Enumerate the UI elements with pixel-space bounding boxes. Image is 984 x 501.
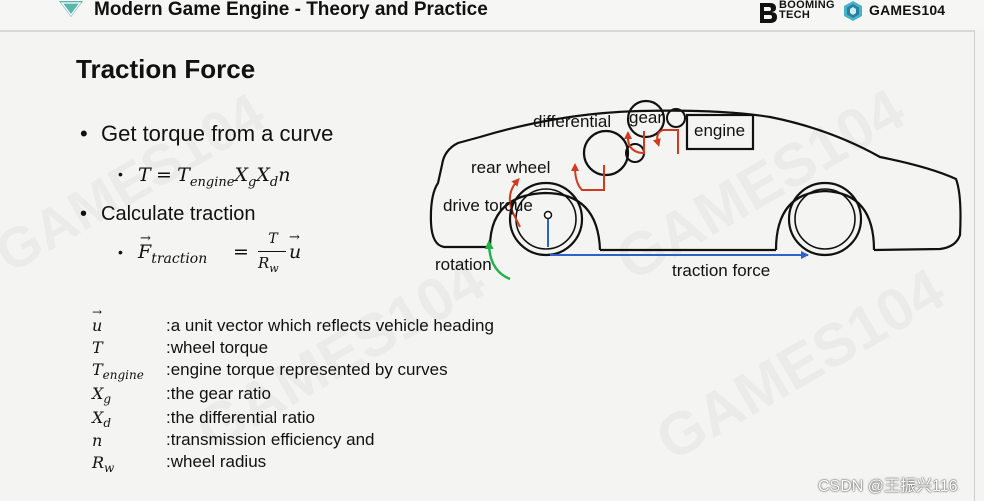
- header-divider: [0, 30, 974, 32]
- legend-description: :wheel radius: [166, 452, 267, 471]
- legend-symbol: Rw: [92, 453, 114, 475]
- legend-symbol: T: [92, 338, 103, 357]
- formula-torque-x: X: [234, 164, 249, 186]
- legend-description: :the gear ratio: [166, 384, 271, 403]
- wheel-center: [543, 210, 553, 220]
- csdn-watermark: CSDN @王振兴116: [818, 478, 958, 495]
- label-traction-force: traction force: [672, 261, 771, 280]
- booming-logo-line-1: BOOMING: [779, 0, 835, 11]
- legend-symbol-sub: d: [103, 416, 112, 431]
- formula-traction-f-sub: traction: [151, 250, 208, 267]
- front-wheel-hub: [794, 188, 856, 250]
- bullet-dot: •: [80, 203, 88, 225]
- torque-arrow-gear: [624, 131, 645, 155]
- bullet-get-torque: Get torque from a curve: [101, 121, 334, 146]
- formula-torque-n: n: [278, 164, 291, 186]
- vector-arrow: →: [92, 305, 103, 319]
- legend-symbol: Xg: [92, 384, 111, 406]
- formula-torque-t-sub: engine: [189, 174, 235, 190]
- legend-symbol-letter: X: [92, 408, 104, 427]
- legend-symbol: n: [92, 431, 102, 450]
- torque-arrow-engine: [653, 129, 679, 154]
- games104-logo-icon: [844, 1, 862, 21]
- engine-box: [685, 113, 755, 151]
- legend-symbol-sub: w: [104, 461, 115, 476]
- rear-wheel-arch: [488, 191, 602, 251]
- front-wheel-arch: [774, 189, 876, 251]
- slide-title: Traction Force: [76, 54, 256, 84]
- sub-bullet-dot: •: [118, 166, 123, 182]
- torque-arrow-diff: [571, 163, 605, 191]
- legend-symbol-letter: n: [92, 431, 103, 450]
- header-title: Modern Game Engine - Theory and Practice: [94, 0, 488, 20]
- label-drive-torque: drive torque: [443, 196, 533, 215]
- legend-symbol-letter: R: [92, 453, 105, 472]
- legend-description: :a unit vector which reflects vehicle he…: [166, 316, 494, 335]
- formula-traction-den-sub: w: [269, 262, 279, 275]
- label-gear: gear: [629, 108, 664, 127]
- formula-torque-lhs: T: [138, 164, 151, 186]
- rotation-arrow: [484, 240, 511, 281]
- formula-torque-t: T: [177, 164, 190, 186]
- rear-wheel: [508, 181, 584, 257]
- label-rotation: rotation: [435, 255, 492, 274]
- games104-logo-text: GAMES104: [869, 2, 946, 18]
- legend-symbol: →u: [92, 305, 103, 335]
- bullet-calculate-traction: Calculate traction: [101, 203, 256, 225]
- legend-description: :transmission efficiency and: [166, 430, 375, 449]
- formula-torque-x-sub: g: [248, 174, 257, 190]
- formula-traction-u: → u: [289, 230, 302, 263]
- legend-symbol-letter: u: [92, 316, 103, 335]
- car-diagram: differential gear engine rear wheel driv…: [400, 95, 980, 295]
- legend-symbol-sub: g: [103, 392, 112, 407]
- gear-small: [666, 108, 686, 128]
- legend-symbol-letter: X: [92, 384, 104, 403]
- label-differential: differential: [533, 112, 612, 131]
- legend-symbol-letter: T: [92, 360, 103, 379]
- slide-edge: [974, 30, 975, 501]
- fraction-bar: [258, 251, 286, 252]
- formula-torque: T = TengineXgXdn: [138, 164, 290, 190]
- formula-torque-x2-sub: d: [269, 174, 279, 190]
- legend-description: :the differential ratio: [166, 408, 315, 427]
- header-bar: [0, 0, 984, 30]
- formula-traction-f-letter: F: [138, 241, 152, 263]
- car-diagram-svg: [429, 99, 962, 281]
- legend-symbol: Tengine: [92, 360, 144, 382]
- car-body-outline: [429, 109, 962, 252]
- front-wheel: [787, 181, 863, 257]
- label-rear-wheel: rear wheel: [471, 158, 551, 177]
- booming-tech-logo-text: BOOMING TECH: [779, 0, 835, 21]
- formula-traction-u-letter: u: [289, 241, 302, 263]
- booming-logo-line-2: TECH: [779, 9, 811, 21]
- vector-arrow: →: [289, 230, 300, 245]
- legend-symbol-sub: engine: [102, 368, 144, 383]
- formula-traction-den: Rw: [258, 254, 279, 275]
- slide-logo-icon: [59, 1, 83, 17]
- differential: [582, 129, 630, 177]
- formula-traction-num: T: [268, 231, 278, 247]
- formula-torque-eq: =: [155, 164, 172, 186]
- gear: [626, 99, 666, 139]
- legend-symbol: Xd: [92, 408, 111, 430]
- legend-symbol-letter: T: [92, 338, 103, 357]
- formula-traction-den-letter: R: [258, 254, 270, 272]
- formula-traction-eq: =: [233, 241, 249, 263]
- booming-tech-logo-icon: [760, 3, 777, 23]
- legend-description: :engine torque represented by curves: [166, 360, 448, 379]
- legend-description: :wheel torque: [166, 338, 269, 357]
- label-engine: engine: [694, 121, 746, 140]
- vector-arrow: →: [140, 231, 151, 246]
- sub-bullet-dot: •: [118, 244, 123, 260]
- formula-traction-f: → Ftraction: [138, 231, 208, 267]
- formula-torque-x2: X: [256, 164, 270, 186]
- bullet-dot: •: [80, 121, 88, 146]
- torque-arrow-rear: [508, 177, 521, 228]
